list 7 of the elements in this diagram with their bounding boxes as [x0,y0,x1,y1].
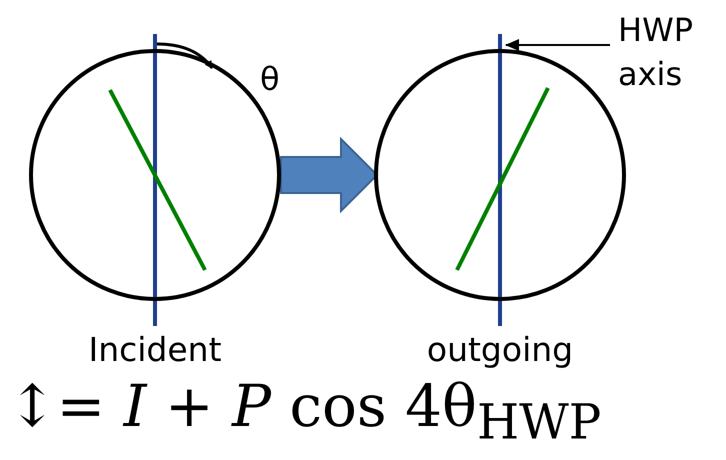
arrow [505,39,610,51]
node-label: outgoing [426,330,574,369]
angle-symbol: θ [260,60,280,98]
node-label: Incident [88,330,222,369]
axis-label: HWP axis [618,8,718,96]
polarization-drawing [29,49,281,301]
formula: ↕= I + P cos 4θ$_{HWP}$ [8,372,602,453]
